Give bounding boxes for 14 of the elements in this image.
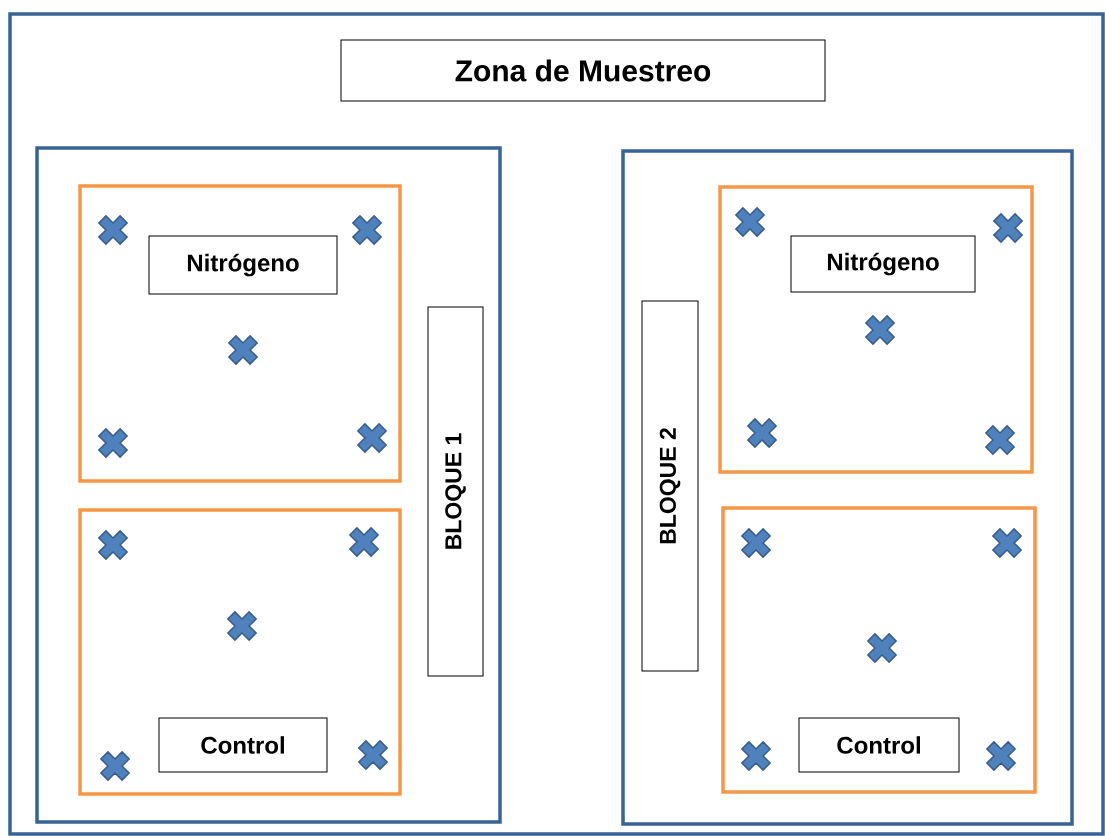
plot-box [721, 506, 1037, 794]
label-box: BLOQUE 2 [641, 300, 699, 672]
label-box: BLOQUE 1 [427, 306, 484, 677]
field-frame [8, 12, 1105, 836]
plot-box [718, 185, 1034, 474]
label-box: Nitrógeno [148, 235, 338, 295]
label-box: Nitrógeno [790, 235, 976, 293]
label-box: Control [798, 717, 960, 773]
block-box [621, 149, 1074, 826]
plot-box [78, 184, 402, 483]
label-box: Control [158, 717, 328, 773]
block-box [35, 146, 502, 824]
title-box: Zona de Muestreo [340, 39, 826, 102]
plot-box [78, 508, 402, 796]
